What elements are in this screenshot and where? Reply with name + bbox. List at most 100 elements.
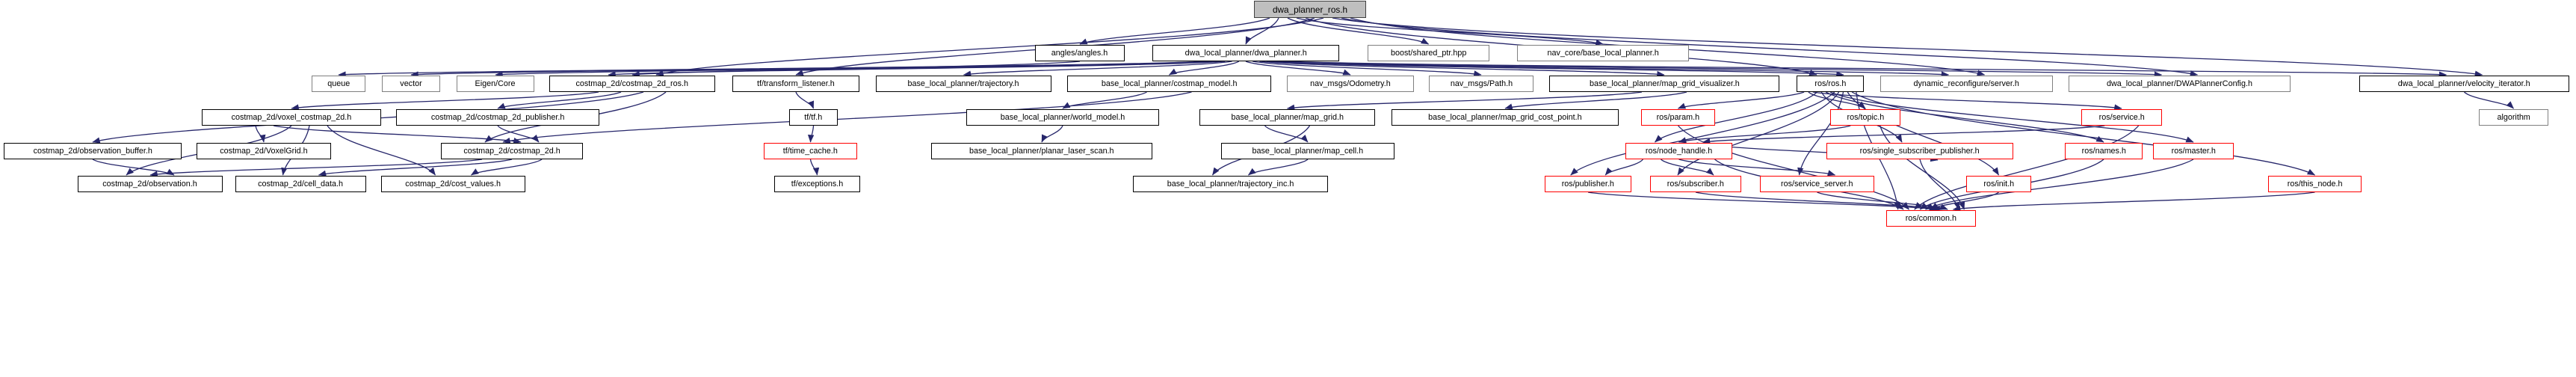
graph-node-label: base_local_planner/trajectory.h <box>907 79 1020 88</box>
graph-node-label: costmap_2d/cell_data.h <box>258 179 344 188</box>
graph-node-algorithm[interactable]: algorithm <box>2479 109 2548 126</box>
graph-node-eigen[interactable]: Eigen/Core <box>457 76 534 92</box>
graph-node-label: tf/tf.h <box>804 112 823 122</box>
graph-node-rossubscriber[interactable]: ros/subscriber.h <box>1650 176 1741 192</box>
graph-node-blptraj[interactable]: base_local_planner/trajectory.h <box>876 76 1051 92</box>
graph-node-odometry[interactable]: nav_msgs/Odometry.h <box>1287 76 1414 92</box>
graph-node-rosservice[interactable]: ros/service.h <box>2081 109 2162 126</box>
graph-node-singlesub[interactable]: ros/single_subscriber_publisher.h <box>1826 143 2013 159</box>
graph-node-roscommon[interactable]: ros/common.h <box>1886 210 1976 227</box>
graph-node-rosserviceserver[interactable]: ros/service_server.h <box>1760 176 1874 192</box>
graph-node-label: boost/shared_ptr.hpp <box>1390 48 1467 58</box>
graph-node-worldmodel[interactable]: base_local_planner/world_model.h <box>966 109 1159 126</box>
graph-node-tfexc[interactable]: tf/exceptions.h <box>774 176 860 192</box>
graph-node-label: algorithm <box>2497 112 2530 122</box>
graph-node-label: ros/topic.h <box>1847 112 1884 122</box>
graph-edge <box>795 91 815 109</box>
graph-node-mapgridvis[interactable]: base_local_planner/map_grid_visualizer.h <box>1549 76 1779 92</box>
graph-node-cm2dpub[interactable]: costmap_2d/costmap_2d_publisher.h <box>396 109 599 126</box>
graph-node-blpcostmodel[interactable]: base_local_planner/costmap_model.h <box>1067 76 1271 92</box>
graph-node-rosinit[interactable]: ros/init.h <box>1966 176 2031 192</box>
graph-node-obsbuffer[interactable]: costmap_2d/observation_buffer.h <box>4 143 182 159</box>
graph-node-timecache[interactable]: tf/time_cache.h <box>764 143 857 159</box>
graph-edge <box>631 61 1081 78</box>
graph-node-vector[interactable]: vector <box>382 76 440 92</box>
graph-edge <box>1041 125 1063 143</box>
graph-node-rosnames[interactable]: ros/names.h <box>2065 143 2143 159</box>
graph-edge <box>1925 159 2194 210</box>
graph-node-mgcostpoint[interactable]: base_local_planner/map_grid_cost_point.h <box>1392 109 1619 126</box>
graph-node-mapcell[interactable]: base_local_planner/map_cell.h <box>1221 143 1394 159</box>
graph-edge <box>1079 17 1270 45</box>
graph-node-navcore[interactable]: nav_core/base_local_planner.h <box>1517 45 1689 61</box>
graph-node-root[interactable]: dwa_planner_ros.h <box>1254 1 1366 18</box>
graph-node-sharedptr[interactable]: boost/shared_ptr.hpp <box>1368 45 1489 61</box>
graph-edge <box>291 91 599 111</box>
graph-node-cm2dros[interactable]: costmap_2d/costmap_2d_ros.h <box>549 76 715 92</box>
graph-node-rosros[interactable]: ros/ros.h <box>1797 76 1864 92</box>
graph-node-label: ros/this_node.h <box>2287 179 2343 188</box>
graph-node-voxelgrid[interactable]: costmap_2d/VoxelGrid.h <box>197 143 331 159</box>
graph-node-dwacfg[interactable]: dwa_local_planner/DWAPlannerConfig.h <box>2069 76 2291 92</box>
graph-node-dynreconf[interactable]: dynamic_reconfigure/server.h <box>1880 76 2053 92</box>
graph-node-celldata[interactable]: costmap_2d/cell_data.h <box>235 176 366 192</box>
graph-edge <box>1817 191 1948 210</box>
graph-edge <box>470 159 543 176</box>
graph-node-dwaplanner[interactable]: dwa_local_planner/dwa_planner.h <box>1152 45 1339 61</box>
graph-node-rospublisher[interactable]: ros/publisher.h <box>1545 176 1631 192</box>
graph-edge <box>1880 125 1965 210</box>
graph-edge <box>1587 191 1938 212</box>
graph-node-rosthisnode[interactable]: ros/this_node.h <box>2268 176 2362 192</box>
graph-edge <box>1677 91 1840 176</box>
graph-edge <box>1914 125 2140 210</box>
graph-node-angles[interactable]: angles/angles.h <box>1035 45 1125 61</box>
graph-node-voxelcm2d[interactable]: costmap_2d/voxel_costmap_2d.h <box>202 109 381 126</box>
graph-node-label: ros/param.h <box>1656 112 1700 122</box>
graph-node-label: costmap_2d/VoxelGrid.h <box>220 146 308 156</box>
graph-edge <box>1851 91 2316 176</box>
graph-node-costvalues[interactable]: costmap_2d/cost_values.h <box>381 176 525 192</box>
graph-node-label: ros/subscriber.h <box>1667 179 1725 188</box>
graph-node-label: base_local_planner/map_cell.h <box>1252 146 1364 156</box>
graph-edge <box>1341 17 2199 77</box>
graph-node-observation[interactable]: costmap_2d/observation.h <box>78 176 223 192</box>
graph-node-laserscan[interactable]: base_local_planner/planar_laser_scan.h <box>931 143 1152 159</box>
graph-edge <box>497 125 540 143</box>
graph-node-label: costmap_2d/cost_values.h <box>405 179 501 188</box>
graph-node-label: costmap_2d/costmap_2d.h <box>463 146 560 156</box>
graph-node-navpath[interactable]: nav_msgs/Path.h <box>1429 76 1533 92</box>
graph-edge <box>1259 61 1665 78</box>
graph-node-label: dwa_local_planner/velocity_iterator.h <box>2398 79 2530 88</box>
graph-edge <box>1504 91 1687 110</box>
graph-edge <box>1280 61 2163 78</box>
graph-edge <box>1062 91 1147 109</box>
graph-edge <box>1695 191 1943 212</box>
graph-node-trajinc[interactable]: base_local_planner/trajectory_inc.h <box>1133 176 1328 192</box>
graph-node-tftf[interactable]: tf/tf.h <box>789 109 838 126</box>
graph-node-queue[interactable]: queue <box>312 76 365 92</box>
graph-edge <box>1812 91 2122 111</box>
graph-edge <box>655 17 1324 76</box>
graph-node-label: ros/master.h <box>2171 146 2216 156</box>
graph-node-rosmaster[interactable]: ros/master.h <box>2153 143 2234 159</box>
graph-node-costmap2d[interactable]: costmap_2d/costmap_2d.h <box>441 143 583 159</box>
graph-node-label: ros/service.h <box>2098 112 2145 122</box>
graph-node-label: costmap_2d/costmap_2d_ros.h <box>575 79 689 88</box>
graph-edge <box>149 159 483 177</box>
graph-edge <box>1604 159 1644 176</box>
graph-edge <box>502 91 1192 144</box>
graph-node-rostopic[interactable]: ros/topic.h <box>1830 109 1900 126</box>
graph-node-label: costmap_2d/observation_buffer.h <box>33 146 152 156</box>
graph-node-label: queue <box>327 79 350 88</box>
graph-node-mapgrid[interactable]: base_local_planner/map_grid.h <box>1199 109 1375 126</box>
graph-node-label: base_local_planner/costmap_model.h <box>1101 79 1238 88</box>
graph-node-rosparam[interactable]: ros/param.h <box>1641 109 1715 126</box>
graph-node-nodehandle[interactable]: ros/node_handle.h <box>1625 143 1732 159</box>
graph-node-label: ros/publisher.h <box>1561 179 1615 188</box>
graph-edge <box>1655 91 1817 143</box>
graph-edge <box>1247 159 1309 176</box>
graph-edge <box>1919 159 1960 210</box>
graph-node-veliter[interactable]: dwa_local_planner/velocity_iterator.h <box>2359 76 2569 92</box>
graph-node-tflistener[interactable]: tf/transform_listener.h <box>732 76 859 92</box>
